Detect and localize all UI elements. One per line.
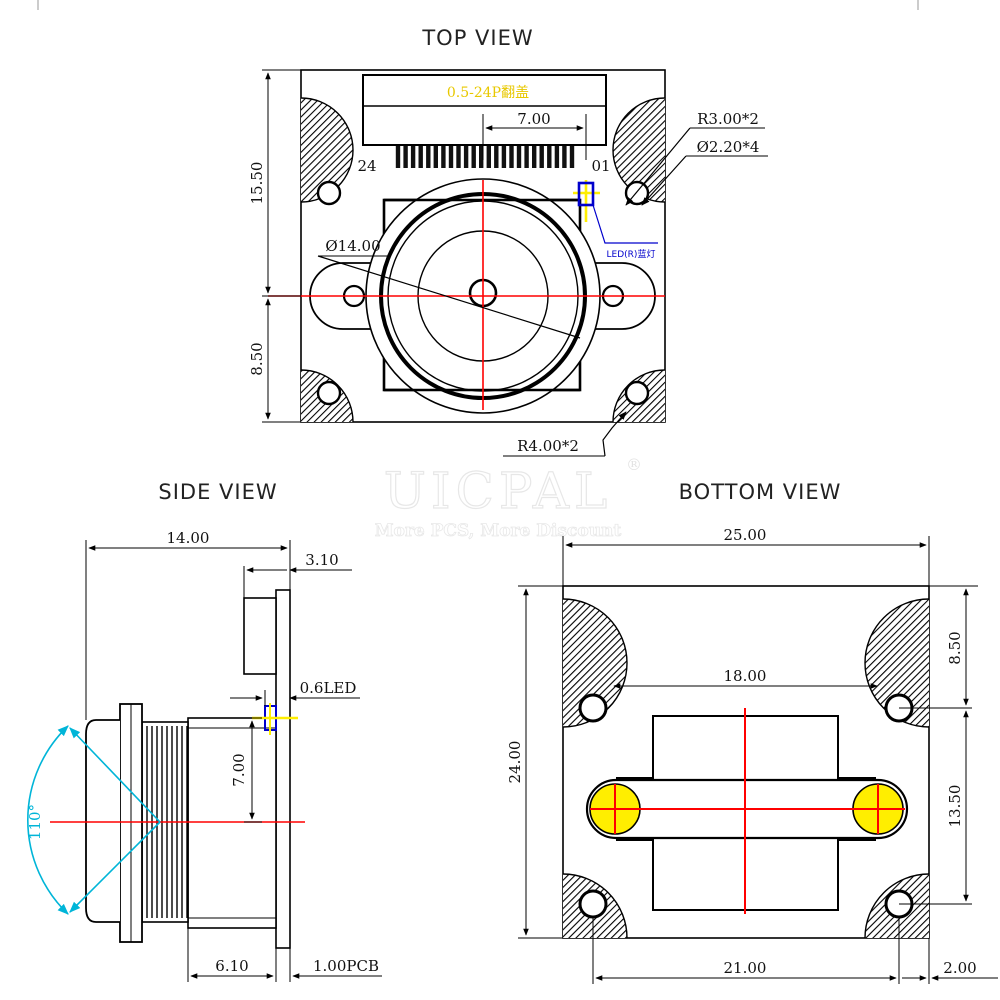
fpc-connector [362,74,607,146]
bottom-dim-bottom-span-label: 21.00 [724,959,767,977]
connector-pin [562,146,567,168]
connector-pin [532,146,537,168]
dim-height-lower-label: 8.50 [248,342,266,375]
pin-01-label: 01 [591,157,610,175]
pin-24-label: 24 [357,157,376,175]
side-dim-lens-body-label: 6.10 [215,957,248,975]
connector-pin [471,146,476,168]
connector-pin [486,146,491,168]
top-board-outline [300,69,666,423]
connector-pin [494,146,499,168]
connector-pin [403,146,408,168]
connector-pin [516,146,522,168]
connector-pin [448,146,454,168]
top-view: TOP VIEW 0.5-24P翻盖 24 01 7.00 [248,26,768,457]
radius-large-label: R4.00*2 [517,437,579,455]
radius-small-label: R3.00*2 [697,110,759,128]
hole-dia-label: Ø2.20*4 [697,138,760,156]
connector-pin [418,146,423,168]
dim-height-upper-label: 15.50 [248,162,266,205]
connector-pin [433,146,438,168]
side-dim-led-height-label: 7.00 [230,753,248,786]
top-corner-hatches [301,97,665,422]
bottom-dim-height-label: 24.00 [506,741,524,784]
connector-pin [539,146,544,168]
connector-pins [395,146,575,168]
connector-pin [456,146,461,168]
connector-pin [410,146,416,168]
side-dim-led-label: 0.6LED [300,679,357,697]
lens-dia-label: Ø14.00 [325,237,380,255]
watermark: UICPAL ® More PCS, More Discount [374,455,642,541]
bottom-view-title: BOTTOM VIEW [679,480,842,504]
bottom-view: BOTTOM VIEW 25.00 [506,480,998,984]
connector-pin [501,146,507,168]
side-view-title: SIDE VIEW [158,480,277,504]
led-label: LED(R)蓝灯 [607,248,656,260]
connector-pin [547,146,552,168]
led-marker [577,181,595,207]
connector-pin [554,146,560,168]
connector-pin [441,146,446,168]
bottom-board-outline [562,585,930,939]
connector-pin [479,146,484,168]
side-dim-pcb-label: 1.00PCB [313,957,379,975]
side-view: SIDE VIEW 110° 14.00 [26,480,382,982]
connector-pin [395,146,401,168]
connector-pin [569,146,575,168]
top-view-title: TOP VIEW [421,26,533,50]
watermark-brand: UICPAL [384,462,613,520]
dim-7-label: 7.00 [517,110,550,128]
connector-pin [426,146,431,168]
watermark-slogan: More PCS, More Discount [375,521,622,541]
bottom-dim-mid-label: 13.50 [946,785,964,828]
side-holder [187,717,277,929]
side-connector [243,597,277,675]
watermark-registered: ® [626,455,642,474]
side-dim-width-label: 14.00 [167,529,210,547]
side-pcb [275,589,291,949]
side-dim-connector-label: 3.10 [305,551,338,569]
bottom-dim-hole-span-label: 18.00 [724,667,767,685]
connector-pin [524,146,529,168]
fov-angle-label: 110° [26,804,44,840]
connector-label: 0.5-24P翻盖 [447,85,529,101]
bottom-dim-width-label: 25.00 [724,526,767,544]
bottom-dim-edge-label: 2.00 [943,959,976,977]
bottom-dim-top-label: 8.50 [946,631,964,664]
top-mount-holes [316,180,650,406]
connector-pin [463,146,469,168]
connector-pin [509,146,514,168]
